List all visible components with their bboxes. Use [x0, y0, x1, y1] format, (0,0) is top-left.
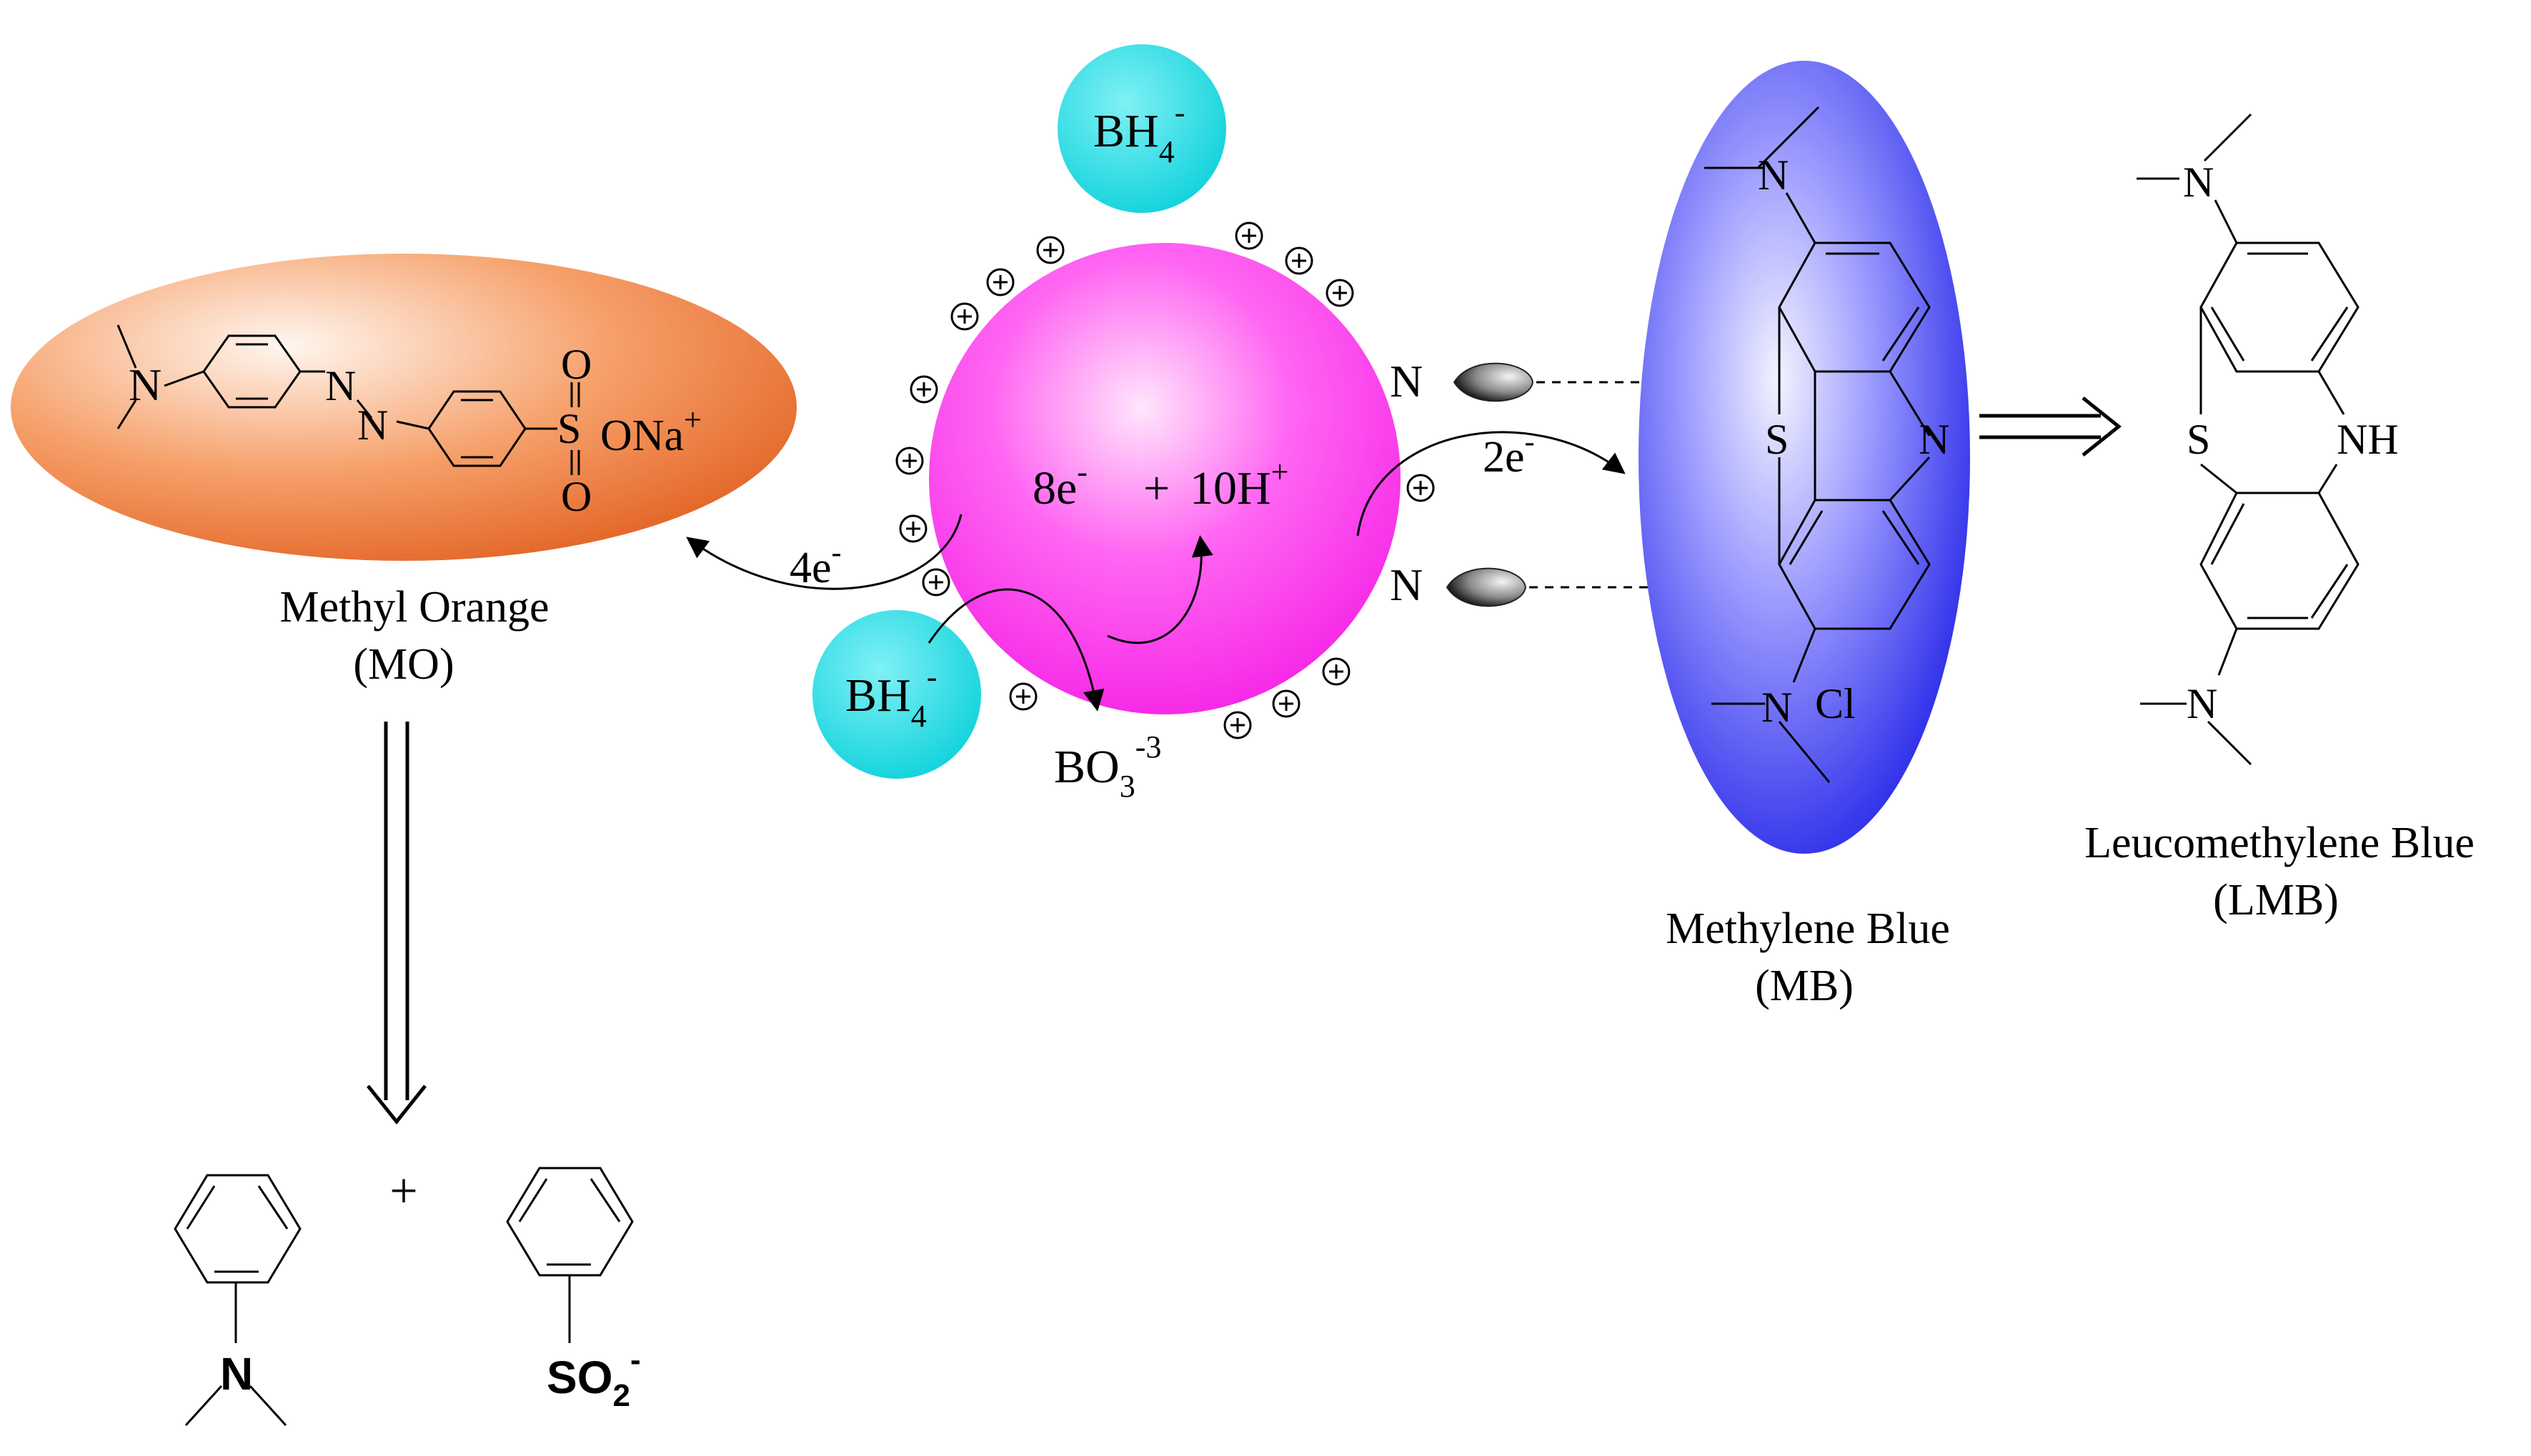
positive-charge-icon — [1326, 279, 1354, 307]
positive-charge-icon — [895, 447, 924, 475]
mo-degradation-arrow — [367, 722, 427, 1125]
methylene-blue-ellipse — [1639, 61, 1970, 854]
electron-transfer-2e: 2e- — [1483, 426, 1535, 482]
positive-charge-icon — [1272, 689, 1301, 718]
benzenesulfinate-structure — [506, 1167, 634, 1343]
product-plus: + — [389, 1164, 417, 1219]
borate-label: BO3-3 — [1054, 729, 1161, 804]
methyl-orange-name: Methyl Orange — [279, 583, 549, 632]
mo-azo-n2: N — [357, 402, 388, 449]
borohydride-sphere-top — [1058, 44, 1226, 213]
mo-oxygen-bottom: O — [561, 473, 592, 520]
lmb-nh: NH — [2337, 416, 2399, 463]
borohydride-label-top: BH4- — [1093, 95, 1185, 169]
positive-charge-icon — [922, 568, 950, 597]
positive-charge-icon — [1223, 711, 1252, 739]
mb-ring-n: N — [1919, 416, 1949, 463]
drop-shape-icon — [1453, 362, 1534, 402]
electron-transfer-4e: 4e- — [790, 537, 842, 592]
positive-charge-icon — [986, 268, 1015, 296]
positive-charge-icon — [1009, 682, 1038, 711]
positive-charge-icon — [899, 514, 928, 543]
curved-arrow-icon — [1107, 535, 1213, 644]
dimethylaniline-structure — [174, 1174, 302, 1427]
methylene-blue-name: Methylene Blue — [1666, 904, 1950, 953]
mb-amine-top: N — [1758, 151, 1789, 199]
curved-arrow-icon — [686, 514, 963, 590]
reaction-protons: 10H+ — [1190, 454, 1289, 514]
positive-charge-icon — [1285, 246, 1313, 275]
double-arrow-icon — [1979, 397, 2122, 457]
positive-charge-icon — [1406, 474, 1435, 502]
leucomethylene-blue-name: Leucomethylene Blue — [2084, 819, 2475, 867]
methylene-blue-structure — [1704, 106, 1931, 783]
mo-amine-n: N — [129, 359, 161, 410]
lmb-amine-bottom: N — [2187, 680, 2217, 727]
methylene-blue-abbr: (MB) — [1755, 962, 1854, 1010]
mo-oxygen-top: O — [561, 341, 592, 388]
positive-charges — [895, 221, 1435, 739]
reaction-electrons: 8e- — [1033, 454, 1088, 514]
leucomethylene-blue-atoms: N S NH N — [2183, 159, 2399, 727]
mb-amine-bottom: N — [1761, 684, 1792, 731]
curved-arrow-icon — [1356, 431, 1626, 537]
methyl-orange-structure — [116, 324, 580, 475]
product-so2: SO2- — [547, 1342, 641, 1413]
positive-charge-icon — [1036, 236, 1065, 264]
positive-charge-icon — [950, 302, 979, 331]
lmb-sulfur: S — [2187, 416, 2210, 463]
binder-nitrogen-top: N — [1390, 356, 1423, 407]
borohydride-label-bottom: BH4- — [845, 659, 937, 734]
methylene-blue-atoms: N S N N Cl — [1758, 151, 1949, 731]
nanoparticle-sphere — [929, 243, 1401, 714]
lmb-amine-top: N — [2183, 159, 2214, 206]
drop-shape-icon — [1446, 567, 1527, 607]
positive-charge-icon — [1235, 221, 1263, 250]
leucomethylene-blue-structure — [2137, 113, 2360, 766]
methyl-orange-ellipse — [11, 254, 797, 561]
mo-azo-n1: N — [325, 362, 356, 409]
mo-sulfur: S — [557, 405, 581, 452]
positive-charge-icon — [910, 375, 938, 404]
curved-arrow-icon — [928, 588, 1105, 712]
binder-nitrogen-bottom: N — [1390, 559, 1423, 610]
mo-ona: ONa+ — [600, 402, 702, 460]
borohydride-sphere-bottom — [812, 610, 981, 779]
methyl-orange-atoms: N N N S O O ONa+ — [129, 341, 702, 520]
mb-chloride: Cl — [1815, 680, 1856, 727]
methyl-orange-abbr: (MO) — [353, 640, 454, 689]
leucomethylene-blue-abbr: (LMB) — [2213, 876, 2339, 924]
mb-sulfur: S — [1765, 416, 1789, 463]
reaction-plus: + — [1143, 462, 1170, 514]
positive-charge-icon — [1322, 657, 1351, 686]
product-nitrogen: N — [220, 1348, 253, 1400]
